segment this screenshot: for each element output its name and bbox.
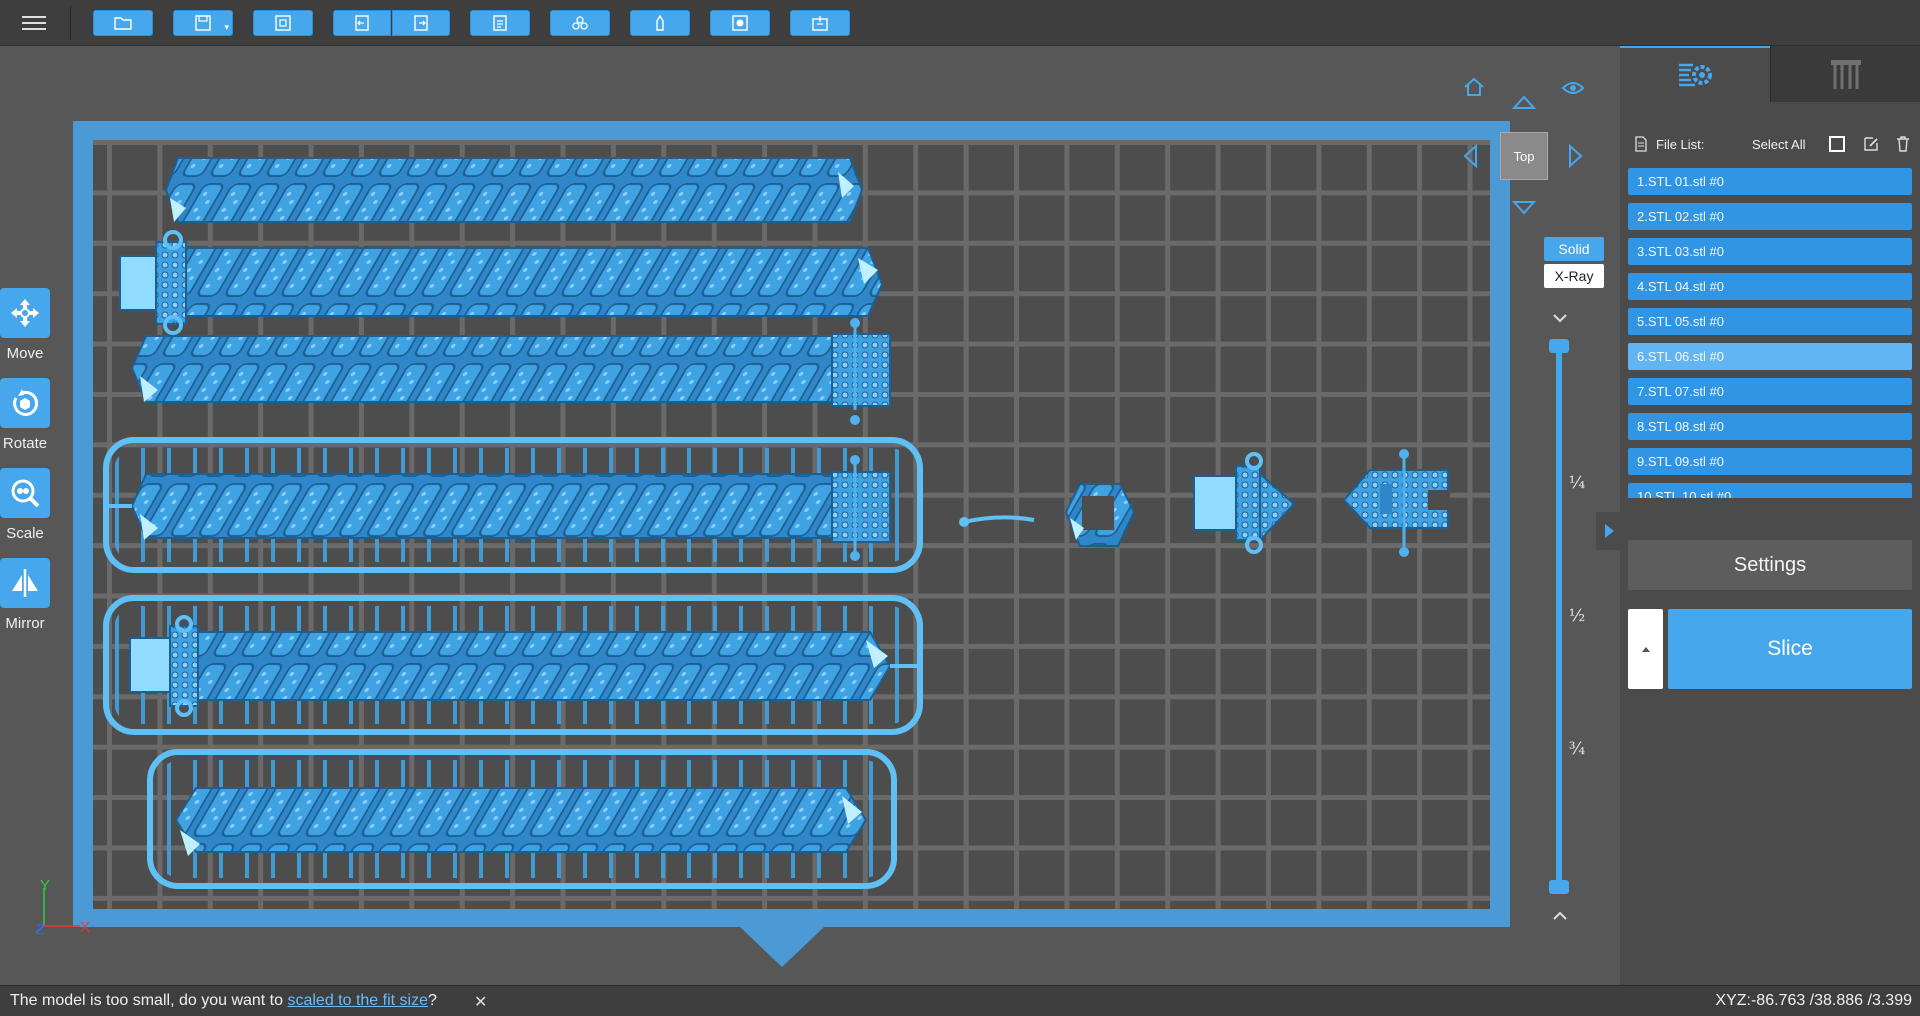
open-file-button[interactable] xyxy=(93,10,153,36)
axis-x-label: X xyxy=(80,919,90,936)
move-tool[interactable]: Move xyxy=(0,288,50,362)
file-list-item[interactable]: 3.STL 03.stl #0 xyxy=(1628,238,1912,265)
rotate-tool[interactable]: Rotate xyxy=(0,378,50,452)
edit-icon[interactable] xyxy=(1862,135,1880,153)
layer-slider-bottom-handle[interactable] xyxy=(1549,880,1569,894)
hollow-button[interactable] xyxy=(630,10,690,36)
status-message-suffix: ? xyxy=(427,992,437,1009)
toolbar-divider xyxy=(70,6,71,40)
scale-label: Scale xyxy=(6,525,44,542)
slider-mark-quarter: ¼ xyxy=(1568,473,1586,493)
scale-tool[interactable]: Scale xyxy=(0,468,50,542)
mirror-tool[interactable]: Mirror xyxy=(0,558,50,632)
file-list-item[interactable]: 8.STL 08.stl #0 xyxy=(1628,413,1912,440)
view-right-arrow-icon[interactable] xyxy=(1568,144,1584,168)
redo-icon xyxy=(414,15,428,31)
solid-mode-button[interactable]: Solid xyxy=(1544,237,1604,261)
xray-mode-button[interactable]: X-Ray xyxy=(1544,264,1604,288)
file-list-item[interactable]: 1.STL 01.stl #0 xyxy=(1628,168,1912,195)
save-button[interactable]: ▾ xyxy=(173,10,233,36)
chevron-down-icon[interactable] xyxy=(1552,312,1568,324)
right-panel xyxy=(1620,46,1920,985)
tab-supports[interactable] xyxy=(1770,46,1920,102)
chevron-down-icon: ▾ xyxy=(224,23,229,33)
file-list: 1.STL 01.stl #0 2.STL 02.stl #0 3.STL 03.s… xyxy=(1628,168,1912,498)
slider-mark-half: ½ xyxy=(1568,606,1586,626)
document-icon xyxy=(493,15,507,31)
file-list-item[interactable]: 7.STL 07.stl #0 xyxy=(1628,378,1912,405)
view-back-arrow-icon[interactable] xyxy=(1512,94,1536,110)
hollow-icon xyxy=(656,15,664,31)
file-list-item[interactable]: 6.STL 06.stl #0 xyxy=(1628,343,1912,370)
chevron-up-icon[interactable] xyxy=(1552,910,1568,922)
top-toolbar: ▾ xyxy=(0,0,1920,46)
file-list-item[interactable]: 2.STL 02.stl #0 xyxy=(1628,203,1912,230)
file-list-item[interactable]: 5.STL 05.stl #0 xyxy=(1628,308,1912,335)
rotate-label: Rotate xyxy=(2,435,48,452)
axis-z-label: Z xyxy=(36,921,45,936)
tab-print-settings[interactable] xyxy=(1620,46,1770,102)
undo-button[interactable] xyxy=(333,10,391,36)
play-right-icon xyxy=(1605,524,1614,538)
settings-button[interactable]: Settings xyxy=(1628,540,1912,590)
list-gear-icon xyxy=(1679,63,1712,87)
punch-button[interactable] xyxy=(710,10,770,36)
view-left-arrow-icon[interactable] xyxy=(1462,144,1478,168)
layer-slider-track[interactable] xyxy=(1556,344,1562,890)
scale-to-fit-link[interactable]: scaled to the fit size xyxy=(287,992,428,1009)
hamburger-icon[interactable] xyxy=(18,12,50,34)
status-bar: The model is too small, do you want to s… xyxy=(0,985,1920,1016)
select-all-label: Select All xyxy=(1752,137,1806,152)
move-icon xyxy=(0,288,50,338)
file-list-item[interactable]: 10.STL 10.stl #0 xyxy=(1628,483,1912,498)
file-list-item[interactable]: 4.STL 04.stl #0 xyxy=(1628,273,1912,300)
plate-front-marker xyxy=(740,927,824,967)
xyz-coordinate-readout: XYZ:-86.763 /38.886 /3.399 xyxy=(1715,992,1912,1009)
mirror-label: Mirror xyxy=(5,615,45,632)
slider-mark-three-quarter: ¾ xyxy=(1568,739,1586,759)
slice-button[interactable]: Slice xyxy=(1668,609,1912,689)
folder-icon xyxy=(114,17,132,30)
view-front-arrow-icon[interactable] xyxy=(1512,200,1536,216)
close-icon[interactable]: ✕ xyxy=(474,994,488,1011)
select-all-checkbox[interactable] xyxy=(1828,135,1846,153)
file-list-header: File List: Select All xyxy=(1632,132,1914,158)
layout-icon xyxy=(275,15,291,31)
support-button[interactable] xyxy=(790,10,850,36)
rotate-icon xyxy=(0,378,50,428)
caret-up-icon xyxy=(1641,647,1650,652)
support-icon xyxy=(812,16,828,31)
home-icon[interactable] xyxy=(1462,76,1486,98)
file-list-label: File List: xyxy=(1656,137,1705,152)
trash-icon[interactable] xyxy=(1894,135,1912,153)
file-list-item[interactable]: 9.STL 09.stl #0 xyxy=(1628,448,1912,475)
view-top-button[interactable]: Top xyxy=(1500,132,1548,180)
file-icon xyxy=(1635,136,1647,152)
mirror-icon xyxy=(0,558,50,608)
panel-collapse-toggle[interactable] xyxy=(1596,512,1622,550)
redo-button[interactable] xyxy=(392,10,450,36)
slice-options-button[interactable] xyxy=(1628,609,1663,689)
status-message-prefix: The model is too small, do you want to xyxy=(10,992,288,1009)
axis-indicator: Y Z X xyxy=(35,877,90,936)
scale-icon xyxy=(0,468,50,518)
axis-y-label: Y xyxy=(40,877,50,894)
status-message: The model is too small, do you want to s… xyxy=(10,992,437,1010)
punch-icon xyxy=(732,15,748,31)
move-label: Move xyxy=(6,345,44,362)
build-plate-grid[interactable] xyxy=(93,140,1490,909)
copy-button[interactable] xyxy=(550,10,610,36)
platform-icon xyxy=(1830,60,1861,89)
save-icon xyxy=(195,15,211,31)
undo-icon xyxy=(355,15,369,31)
eye-icon[interactable] xyxy=(1561,80,1585,96)
copy-icon xyxy=(572,16,588,30)
layer-slider-top-handle[interactable] xyxy=(1549,339,1569,353)
auto-layout-button[interactable] xyxy=(253,10,313,36)
file-info-button[interactable] xyxy=(470,10,530,36)
